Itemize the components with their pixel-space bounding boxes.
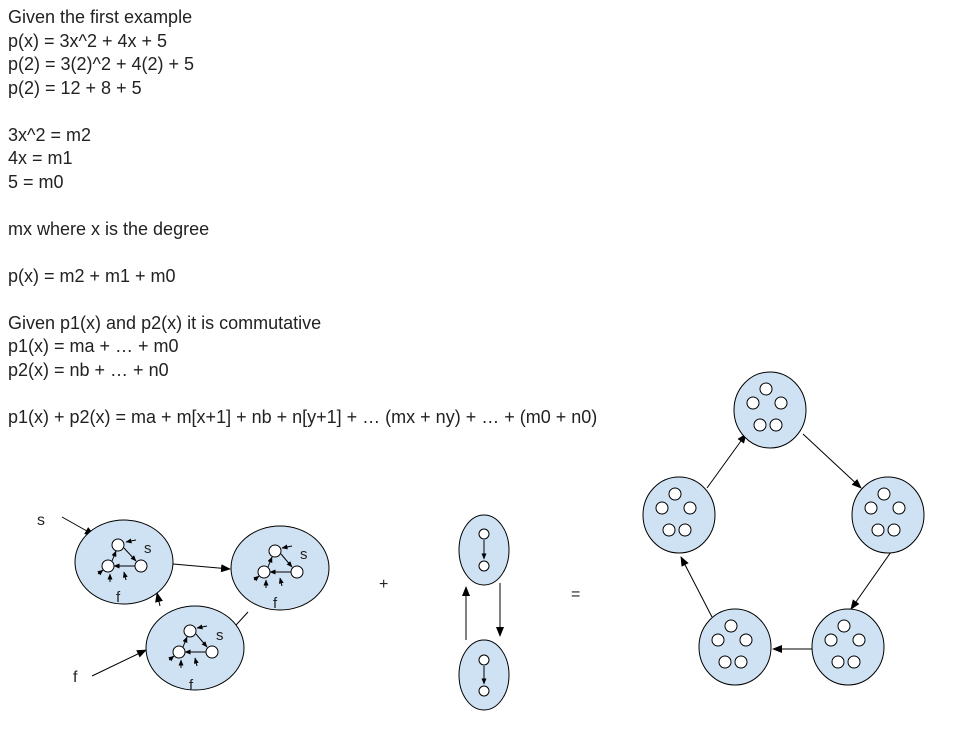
composite-node: s f [74,519,174,606]
composite-node [811,608,885,686]
inner-start-label: s [300,546,308,563]
note-line: p(x) = m2 + m1 + m0 [8,265,176,286]
composite-node [458,514,510,586]
note-line: p(2) = 12 + 8 + 5 [8,77,142,98]
edge-arrow [850,551,892,610]
note-line: mx where x is the degree [8,218,210,239]
composite-node [698,608,772,686]
edge-arrow [706,433,747,489]
composite-node [458,639,510,711]
notes-text: Given the first example p(x) = 3x^2 + 4x… [8,6,597,429]
plus-sign: + [379,576,388,593]
inner-final-label: f [189,677,194,694]
composite-node [851,476,925,554]
note-line: Given p1(x) and p2(x) it is commutative [8,312,322,333]
equals-sign: = [571,586,580,603]
inner-final-label: f [273,595,278,612]
edge-arrow [155,592,163,607]
note-line: p(x) = 3x^2 + 4x + 5 [8,30,168,51]
edge-arrow [802,433,862,489]
middle-automaton [458,514,510,711]
composite-node [642,476,716,554]
composite-node: s f [230,525,330,612]
note-line: 5 = m0 [8,171,64,192]
note-line: p2(x) = nb + … + n0 [8,359,169,380]
inner-start-label: s [144,540,152,557]
inner-start-label: s [216,627,224,644]
note-line: p1(x) + p2(x) = ma + m[x+1] + nb + n[y+1… [8,406,598,427]
right-automaton [642,371,925,686]
start-label: s [37,512,45,529]
inner-final-label: f [116,589,121,606]
left-automaton: s f s f [37,512,330,694]
edge-arrow [680,556,713,618]
composite-node [733,371,807,449]
note-line: 4x = m1 [8,148,73,168]
start-arrow [61,516,95,536]
note-line: p(2) = 3(2)^2 + 4(2) + 5 [8,54,195,74]
note-line: 3x^2 = m2 [8,124,91,145]
final-label: f [73,669,78,686]
note-line: Given the first example [8,7,193,27]
edge-arrow [172,563,231,573]
final-arrow [91,649,147,677]
note-line: p1(x) = ma + … + m0 [8,336,179,356]
composite-node: s f [145,605,245,694]
